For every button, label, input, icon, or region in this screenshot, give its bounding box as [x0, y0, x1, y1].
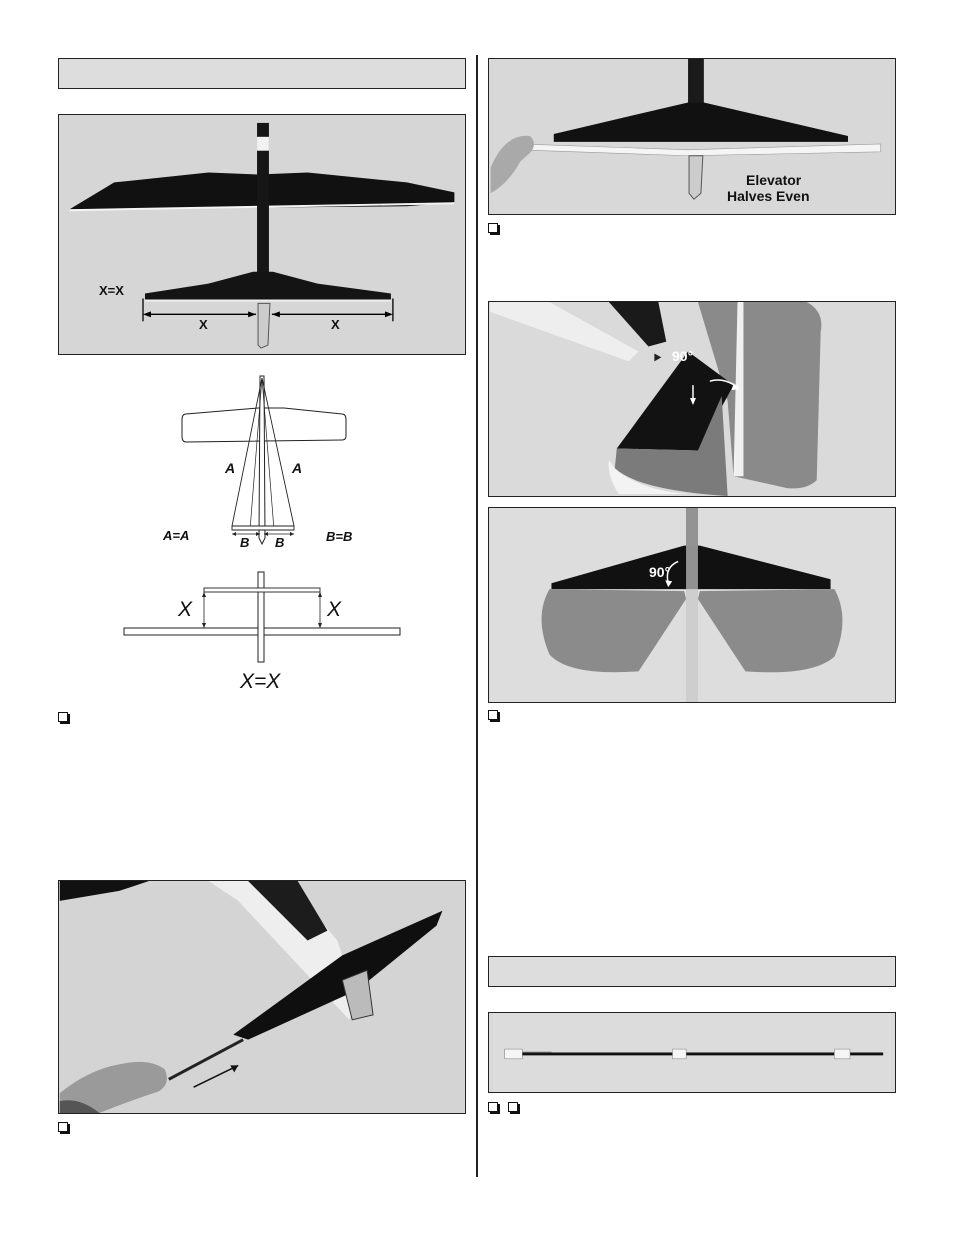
- label-a-right: A: [292, 460, 303, 476]
- step-checkbox[interactable]: [488, 223, 498, 233]
- label-a-equals-a: A=A: [163, 528, 190, 543]
- photo-elevator-graphic: [490, 59, 894, 214]
- label-b-left: B: [240, 535, 250, 550]
- photo-fin-square-side: 90°: [488, 301, 896, 497]
- step-checkbox[interactable]: [58, 712, 68, 722]
- angle-label-90-side: 90°: [672, 348, 694, 364]
- angle-label-90-rear: 90°: [649, 564, 671, 580]
- label-b-equals-b: B=B: [326, 529, 353, 544]
- label-b-right: B: [275, 535, 285, 550]
- photo-stab-glue-tool-graphic: [59, 881, 465, 1113]
- diagram-aa-bb: A A A=A B B B=B: [150, 370, 390, 550]
- step-checkbox[interactable]: [58, 1122, 68, 1132]
- photo-top-view-stab-alignment: X=X X X: [58, 114, 466, 355]
- photo-pushrod-graphic: [493, 1013, 891, 1092]
- photo-fin-side-graphic: [490, 302, 894, 496]
- photo-stab-glue-tool: [58, 880, 466, 1114]
- step-checkbox-second[interactable]: [508, 1102, 518, 1112]
- label-a-left: A: [225, 460, 236, 476]
- label-x-left-diagram: X: [178, 598, 193, 621]
- label-x-right: X: [331, 317, 340, 332]
- section-header-left: [58, 58, 466, 89]
- label-x-equals-x-diagram: X=X: [240, 670, 281, 693]
- column-divider: [476, 55, 478, 1177]
- photo-top-view-graphic: [59, 115, 465, 354]
- label-x-right-diagram: X: [327, 598, 342, 621]
- photo-elevator-halves-even: Elevator Halves Even: [488, 58, 896, 215]
- caption-elevator: Elevator: [746, 172, 802, 188]
- photo-fin-rear-graphic: [490, 508, 894, 702]
- caption-halves-even: Halves Even: [727, 188, 810, 204]
- photo-fin-square-rear: 90°: [488, 507, 896, 703]
- step-checkbox[interactable]: [488, 710, 498, 720]
- section-header-right: [488, 956, 896, 987]
- label-x-left: X: [199, 317, 208, 332]
- photo-pushrod: [488, 1012, 896, 1093]
- label-x-equals-x: X=X: [99, 283, 124, 298]
- diagram-aa-bb-graphic: [181, 375, 347, 546]
- diagram-xx-front: X X X=X: [120, 566, 404, 698]
- diagram-xx-front-graphic: [123, 571, 401, 663]
- step-checkbox-first[interactable]: [488, 1102, 498, 1112]
